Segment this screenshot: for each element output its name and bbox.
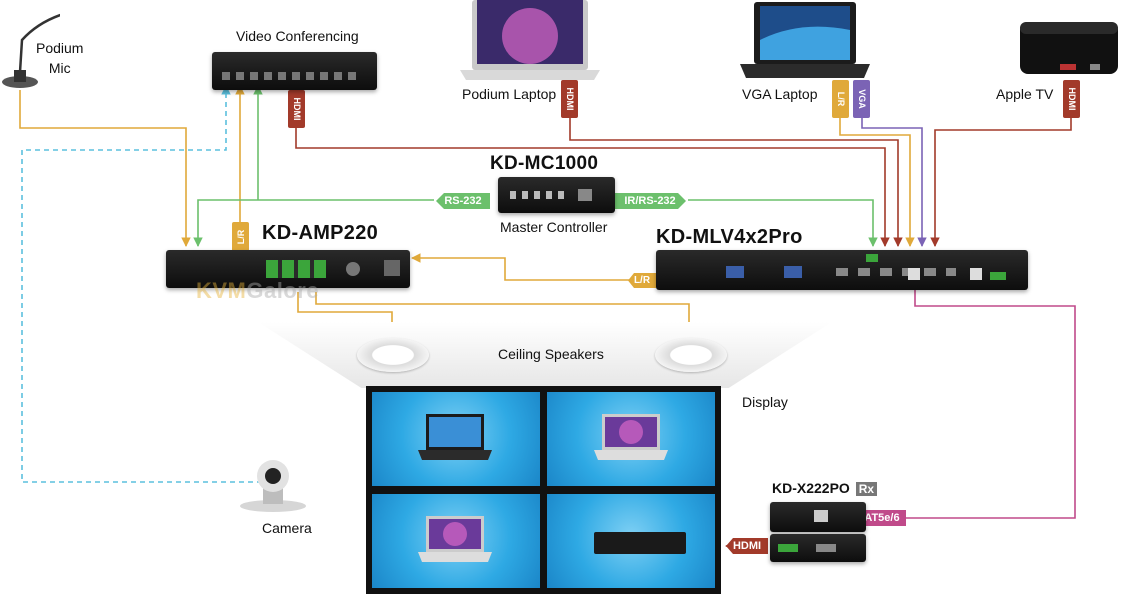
watermark-left: KVM (196, 278, 247, 303)
vga-tag: VGA (853, 80, 870, 118)
watermark: KVMGalore (196, 278, 319, 304)
video-conferencing-label: Video Conferencing (236, 28, 359, 44)
camera-link (21, 85, 262, 483)
vga-cable (861, 118, 927, 247)
cat-cable (906, 290, 1076, 519)
port (578, 189, 592, 201)
ceiling-speaker-left (357, 338, 429, 372)
vga-port-2 (784, 266, 802, 278)
lr-tag-amp: L/R (232, 222, 249, 252)
switcher-unit (656, 250, 1028, 290)
amplifier-model: KD-AMP220 (262, 222, 379, 244)
master-controller-label: Master Controller (500, 219, 608, 235)
receiver-badge: Rx (855, 482, 878, 496)
hdmi-out-port (816, 544, 836, 552)
apple-tv-icon (1020, 22, 1118, 74)
podium-mic-label: Podium Mic (36, 40, 84, 76)
terminal-green-2 (990, 272, 1006, 280)
audio-cables (19, 85, 915, 335)
terminal-green-rx (778, 544, 798, 552)
hdmi-tag-video-conf: HDMI (288, 90, 305, 128)
rj45-port (814, 510, 828, 522)
lr-tag-switcher: L/R (628, 273, 656, 288)
podium-mic-icon (2, 13, 60, 88)
camera-icon (240, 460, 306, 512)
switcher-model: KD-MLV4x2Pro (656, 226, 803, 248)
video-wall (366, 386, 721, 594)
power-port (384, 260, 400, 276)
receiver-title: KD-X222PO Rx (772, 480, 878, 496)
video-conferencing-unit (212, 52, 377, 90)
hdmi-cables (295, 118, 1072, 247)
rj45-1 (908, 268, 920, 280)
podium-laptop-label: Podium Laptop (462, 86, 557, 102)
button-row (510, 191, 570, 199)
knob (346, 262, 360, 276)
hdmi-tag-podium-laptop: HDMI (561, 80, 578, 118)
vc-device-in-pane (594, 532, 686, 554)
rs232-tag: RS-232 (436, 193, 490, 209)
lr-tag-vga-laptop: L/R (832, 80, 849, 118)
receiver-unit-top (770, 502, 866, 532)
ceiling-panel (258, 322, 832, 388)
apple-tv-label: Apple TV (996, 86, 1054, 102)
laptop-icon-1 (418, 414, 492, 460)
ceiling-speaker-right (655, 338, 727, 372)
laptop-icon-3 (418, 516, 492, 562)
rj45-2 (970, 268, 982, 280)
ceiling-speakers-label: Ceiling Speakers (498, 346, 604, 362)
terminal-blocks (266, 260, 326, 278)
receiver-model: KD-X222PO (772, 480, 850, 496)
control-cables (193, 85, 878, 247)
terminal-green (866, 254, 878, 262)
master-controller-model: KD-MC1000 (490, 153, 599, 174)
display-label: Display (742, 394, 788, 410)
hdmi-tag-apple-tv: HDMI (1063, 80, 1080, 118)
amplifier-unit (166, 250, 410, 288)
vga-laptop-label: VGA Laptop (742, 86, 818, 102)
hdmi-tag-display: HDMI (726, 538, 768, 554)
master-controller-unit (498, 177, 615, 213)
hdmi-ports (836, 268, 956, 276)
ir-rs232-tag: IR/RS-232 (614, 193, 686, 209)
podium-laptop-icon (460, 0, 600, 80)
receiver-unit-bottom (770, 534, 866, 562)
laptop-icon-2 (594, 414, 668, 460)
vga-laptop-icon (740, 2, 870, 78)
port-row (222, 72, 362, 80)
vga-port-1 (726, 266, 744, 278)
camera-label: Camera (262, 520, 312, 536)
watermark-right: Galore (246, 278, 320, 303)
